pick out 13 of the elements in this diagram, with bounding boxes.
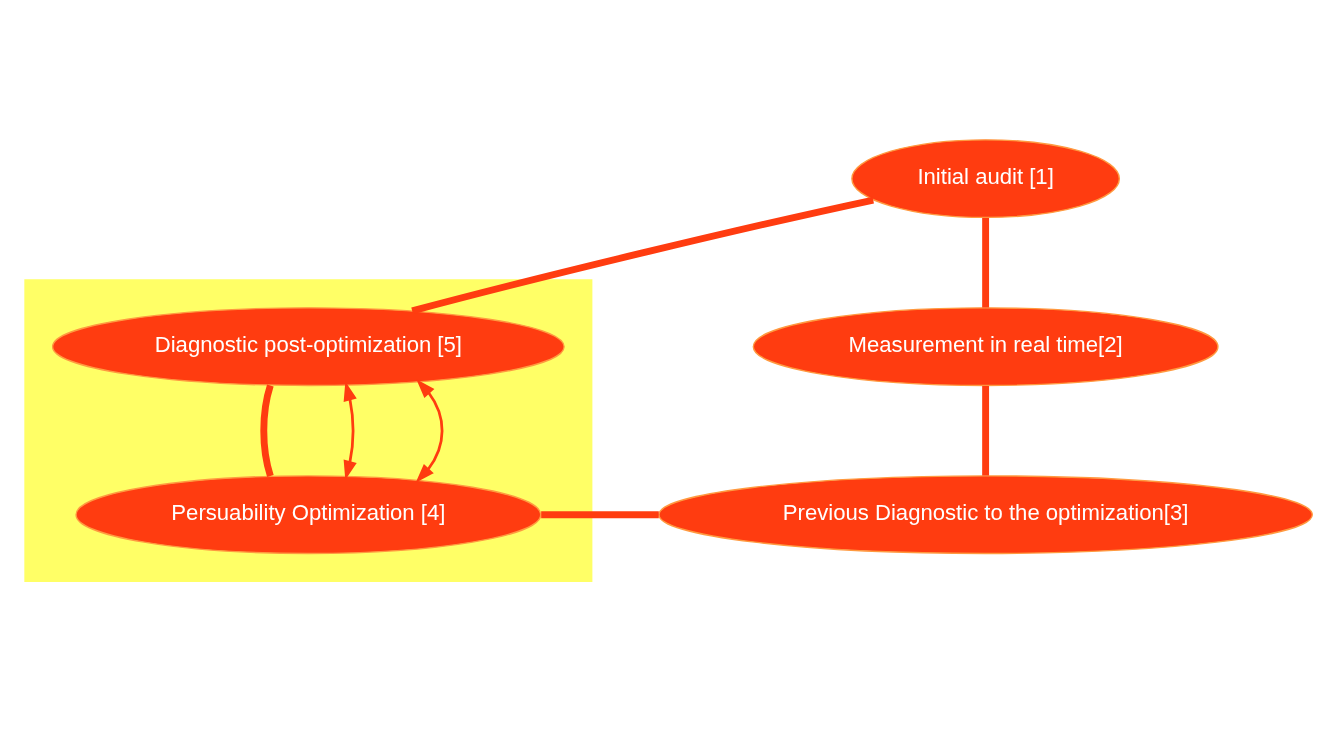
node-ellipse: Initial audit [1]: [851, 138, 1121, 218]
cluster: [24, 278, 593, 582]
arrow: [343, 381, 357, 480]
node-ellipse: Measurement in real time[2]: [752, 306, 1219, 386]
node-ellipse: Persuability Optimization [4]: [75, 474, 542, 554]
connector: [982, 385, 990, 476]
connector: [541, 510, 659, 518]
connector: [260, 384, 274, 477]
node-ellipse: Diagnostic post-optimization [5]: [51, 306, 565, 386]
node-ellipse: Previous Diagnostic to the optimization[3]: [658, 474, 1313, 554]
connector: [411, 196, 874, 314]
arrow: [415, 378, 444, 483]
connector: [982, 217, 990, 308]
